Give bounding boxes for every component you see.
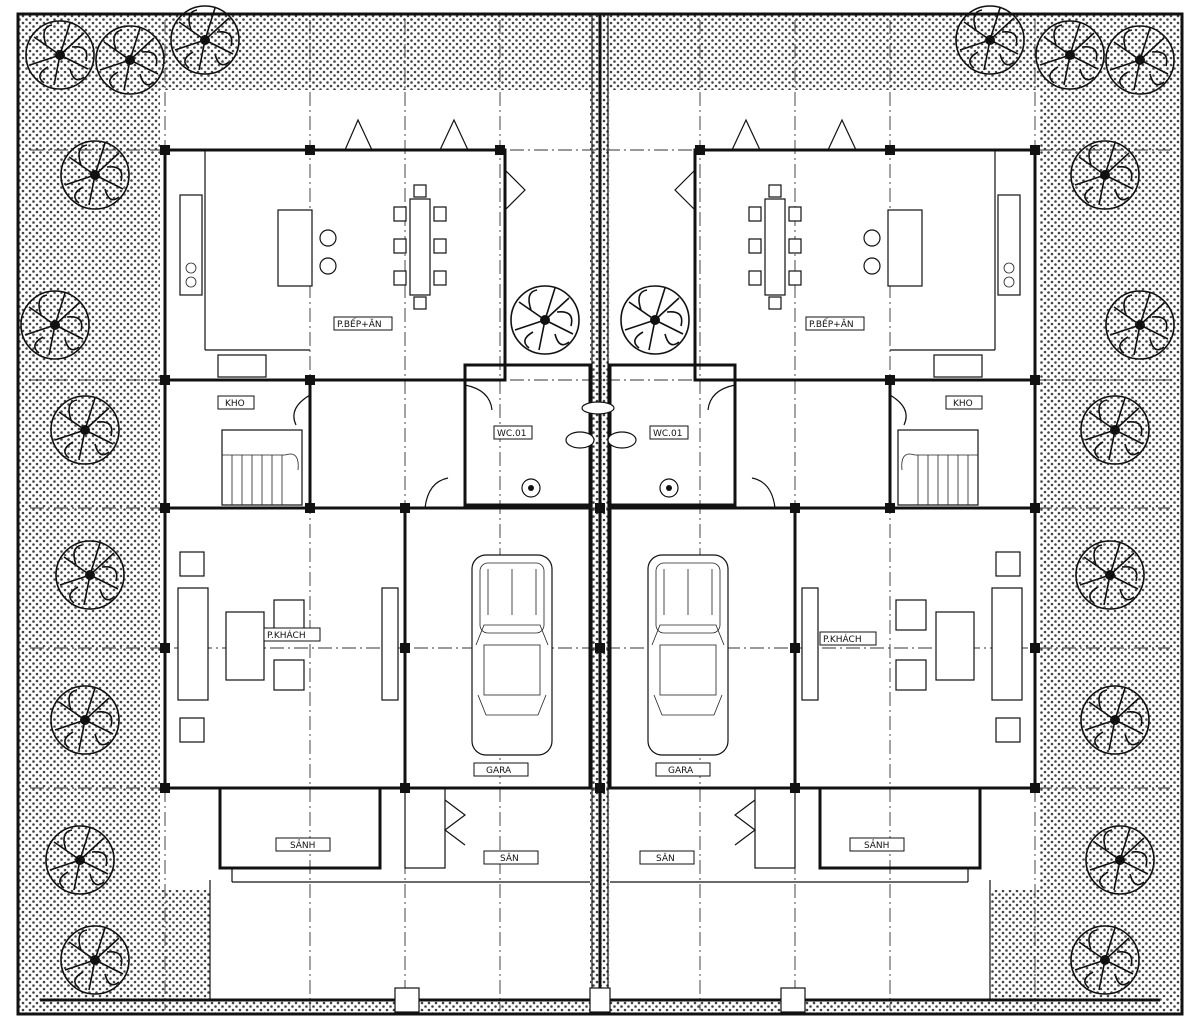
label-garage-right: GARA [668, 766, 694, 776]
label-storage-right: KHO [953, 399, 973, 409]
label-storage-left: KHO [225, 399, 245, 409]
door-swing-icon [293, 118, 907, 846]
label-lobby-left: SẢNH [290, 839, 315, 851]
label-yard-right: SÂN [656, 852, 675, 864]
structural-columns [160, 145, 1040, 793]
label-wc-left: WC.01 [497, 429, 527, 439]
label-living-right: P.KHÁCH [823, 633, 862, 645]
label-garage-left: GARA [486, 766, 512, 776]
kitchen-furniture [179, 184, 1021, 378]
label-living-left: P.KHÁCH [267, 629, 306, 641]
living-furniture [177, 551, 1023, 743]
label-wc-right: WC.01 [653, 429, 683, 439]
label-kitchen-left: P.BẾP+ĂN [337, 318, 382, 330]
room-labels: P.BẾP+ĂN P.BẾP+ĂN KHO KHO WC.01 WC.01 P.… [217, 316, 983, 865]
label-yard-left: SÂN [500, 852, 519, 864]
label-lobby-right: SẢNH [864, 839, 889, 851]
label-kitchen-right: P.BẾP+ĂN [809, 318, 854, 330]
stair-icon [221, 429, 979, 506]
wc-fixtures [521, 401, 679, 498]
